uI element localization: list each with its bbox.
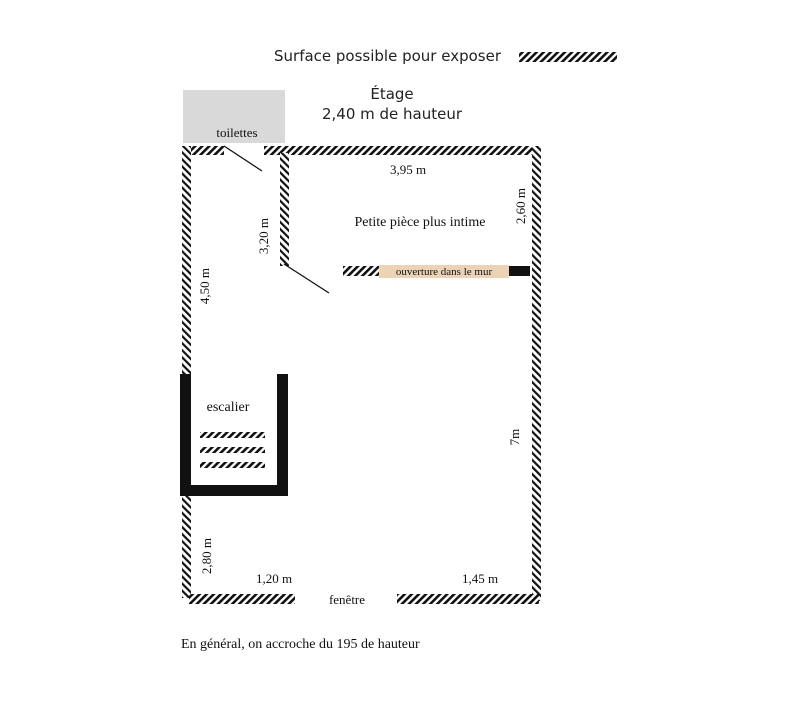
dim-bottom-left: 1,20 m [256, 571, 292, 586]
wall-opening [379, 265, 509, 278]
stair-wall-left [180, 374, 191, 496]
stair-step-1 [200, 432, 265, 438]
dim-left-lower: 2,80 m [199, 538, 214, 574]
stair-step-2 [200, 447, 265, 453]
dim-right-wall: 7m [507, 429, 522, 446]
toilet-door-line [223, 145, 263, 172]
floor-height: 2,40 m de hauteur [322, 105, 463, 123]
window-label: fenêtre [329, 592, 365, 607]
floor-name: Étage [370, 84, 413, 103]
dim-bottom-right: 1,45 m [462, 571, 498, 586]
toilet-label: toilettes [216, 125, 257, 140]
wall-opening-label: ouverture dans le mur [396, 266, 493, 278]
toilet-room [183, 90, 285, 143]
wall-top-left [184, 146, 224, 155]
wall-left-lower [182, 496, 191, 598]
dim-small-room-right: 2,60 m [513, 188, 528, 224]
wall-solid-segment [509, 266, 530, 276]
legend-label: Surface possible pour exposer [274, 47, 502, 65]
wall-right [532, 146, 541, 601]
small-room-label: Petite pièce plus intime [354, 215, 485, 230]
wall-bottom-right [397, 594, 539, 604]
wall-corridor [280, 153, 289, 266]
stair-wall-bottom [180, 485, 288, 496]
dim-corridor-wall: 3,20 m [256, 218, 271, 254]
dim-left-upper: 4,50 m [197, 268, 212, 304]
wall-interior-stub [343, 266, 379, 276]
stair-step-3 [200, 462, 265, 468]
stair-wall-right [277, 374, 288, 496]
corridor-door-line [283, 263, 330, 294]
dim-top-wall: 3,95 m [390, 162, 426, 177]
hanging-height-note: En général, on accroche du 195 de hauteu… [181, 637, 420, 652]
wall-left-upper [182, 146, 191, 374]
wall-top [264, 146, 538, 155]
stairs-label: escalier [207, 400, 250, 415]
wall-bottom-left [189, 594, 295, 604]
legend-hatch-swatch [519, 52, 617, 62]
